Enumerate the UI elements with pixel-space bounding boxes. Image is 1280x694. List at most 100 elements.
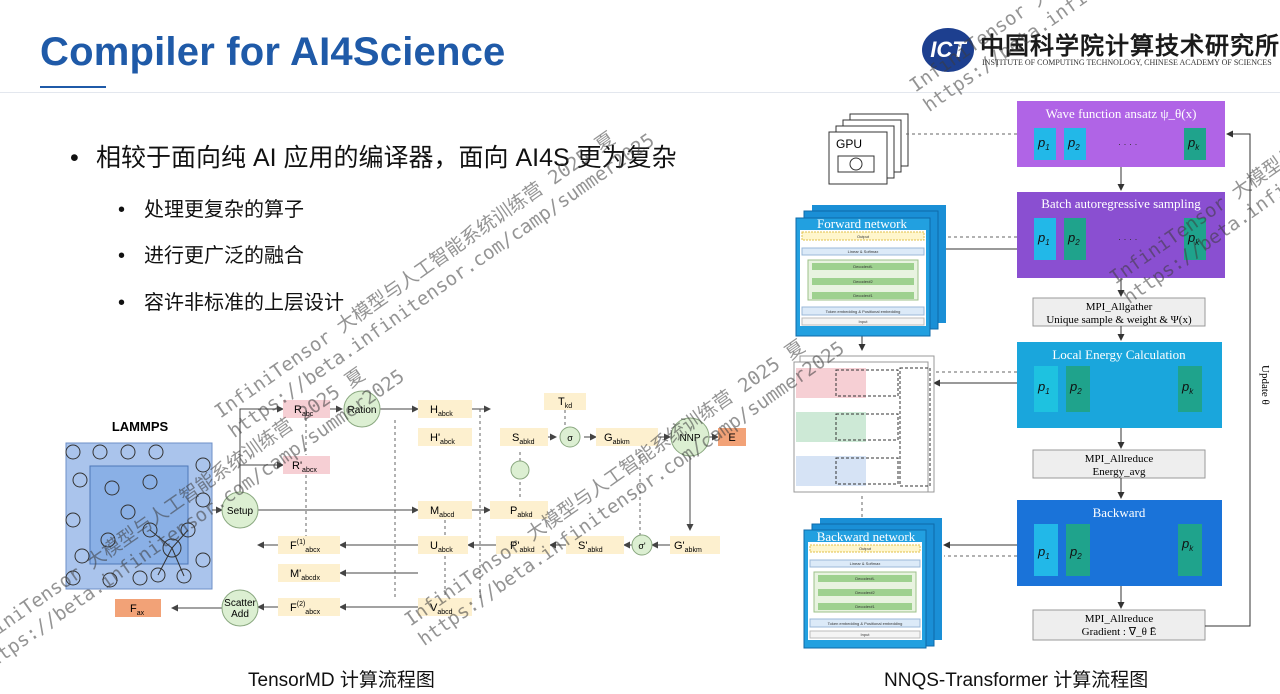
- s-prime-abkd-label: S'abkd: [578, 540, 603, 554]
- svg-text:Decoder#1: Decoder#1: [855, 604, 875, 609]
- local-energy-label: Local Energy Calculation: [1052, 347, 1186, 362]
- svg-text:Input: Input: [861, 632, 871, 637]
- f2-abcx-label: F(2)abcx: [290, 601, 321, 616]
- svg-text:Token embedding & Positional e: Token embedding & Positional embedding: [826, 309, 901, 314]
- atom-circles: [65, 444, 211, 588]
- force-node: [115, 599, 161, 617]
- r-prime-abcx-label: R'abcx: [292, 460, 317, 474]
- svg-text:pk: pk: [1181, 379, 1194, 396]
- force-label: Fax: [130, 603, 145, 617]
- forward-network-stack: [795, 205, 946, 337]
- svg-text:p1: p1: [1037, 135, 1050, 152]
- allreduce-energy-line1: MPI_Allreduce: [1085, 453, 1154, 465]
- m-abcd-node: [418, 501, 472, 519]
- g-abkm-label: Gabkm: [604, 432, 630, 446]
- energy-node: [718, 428, 746, 446]
- svg-text:Input: Input: [859, 319, 869, 324]
- ration-node: [343, 390, 381, 428]
- svg-text:Decoder#1: Decoder#1: [853, 293, 873, 298]
- svg-text:Linear & Softmax: Linear & Softmax: [850, 561, 881, 566]
- bullet-dot: •: [70, 144, 79, 172]
- f1-abcx-node: [278, 536, 340, 554]
- g-prime-abkm-node: [670, 536, 720, 554]
- nnp-label: NNP: [679, 433, 700, 444]
- r-abc-label: Rabc: [294, 404, 314, 418]
- r-abc-node: [283, 400, 330, 418]
- page-title: Compiler for AI4Science: [40, 30, 506, 74]
- tensormd-caption: TensorMD 计算流程图: [248, 670, 435, 691]
- institute-name-cn: 中国科学院计算技术研究所: [980, 31, 1280, 60]
- t-kd-node: [544, 393, 586, 410]
- p-cell-labels: p1 p2 pk p1 p2 pk p1 p2 pk p1 p2 pk: [1037, 135, 1200, 561]
- small-op-node: [510, 460, 530, 480]
- atom-bonds: [149, 529, 189, 577]
- bullet-dot: •: [118, 245, 126, 267]
- sigma-prime-node: [631, 534, 653, 556]
- h-abck-label: Habck: [430, 404, 453, 418]
- svg-text:p1: p1: [1037, 544, 1050, 561]
- svg-text:Token embedding & Positional e: Token embedding & Positional embedding: [828, 621, 903, 626]
- sigma-prime-label: σ': [638, 541, 646, 551]
- setup-label: Setup: [227, 506, 254, 517]
- bullet-dot: •: [118, 199, 126, 221]
- setup-node: [221, 491, 259, 529]
- svg-text:p1: p1: [1037, 230, 1050, 247]
- backward-layer-labels: Output Linear & Softmax Decoder#L Decode…: [828, 546, 903, 637]
- allgather-line1: MPI_Allgather: [1086, 301, 1153, 313]
- p-prime-abkd-label: P'abkd: [510, 540, 535, 554]
- g-abkm-node: [596, 428, 658, 446]
- scatter-add-node: [221, 589, 259, 627]
- svg-text:· · · ·: · · · ·: [1118, 139, 1138, 149]
- nnp-node: [670, 417, 710, 457]
- s-abkd-node: [500, 428, 548, 446]
- add-label: Add: [231, 609, 249, 620]
- sigma-node: [559, 426, 581, 448]
- u-abck-label: Uabck: [430, 540, 453, 554]
- nnqs-caption: NNQS-Transformer 计算流程图: [884, 670, 1149, 691]
- m-prime-abcdx-node: [278, 564, 340, 582]
- p-abkd-label: Pabkd: [510, 505, 533, 519]
- sub-bullet-3: • 容许非标准的上层设计: [118, 286, 344, 315]
- update-theta-label: Update θ: [1259, 365, 1271, 405]
- sub-bullet-text: 容许非标准的上层设计: [144, 292, 344, 314]
- svg-text:pk: pk: [1187, 230, 1200, 247]
- scatter-label: Scatter: [224, 598, 256, 609]
- svg-text:Linear & Softmax: Linear & Softmax: [848, 249, 879, 254]
- f2-abcx-node: [278, 598, 340, 616]
- sub-bullet-2: •进行更广泛的融合: [118, 239, 304, 268]
- p-cells: [1034, 128, 1206, 576]
- lammps-label: LAMMPS: [112, 419, 169, 434]
- h-abck-node: [418, 400, 472, 418]
- p-abkd-node: [490, 501, 548, 519]
- svg-text:Output: Output: [859, 546, 872, 551]
- energy-label: E: [728, 432, 735, 444]
- svg-text:Decoder#L: Decoder#L: [853, 264, 873, 269]
- allreduce-gradient-line2: Gradient : ∇_θ Ē: [1082, 626, 1157, 638]
- backward-network-stack: [803, 518, 942, 649]
- main-bullet: •相较于面向纯 AI 应用的编译器，面向 AI4S 更为复杂: [70, 138, 677, 174]
- svg-text:Output: Output: [857, 234, 870, 239]
- u-abck-node: [418, 536, 468, 554]
- allgather-box: [1032, 297, 1206, 327]
- sub-bullet-text: 处理更复杂的算子: [144, 199, 304, 221]
- allreduce-energy-box: [1032, 449, 1206, 479]
- svg-text:pk: pk: [1181, 536, 1194, 553]
- allreduce-gradient-box: [1032, 609, 1206, 641]
- forward-layer-labels: Output Linear & Softmax Decoder#L Decode…: [826, 234, 901, 324]
- title-underline: [40, 86, 106, 88]
- bullet-dot: •: [118, 292, 126, 314]
- svg-text:Decoder#2: Decoder#2: [853, 279, 873, 284]
- p-prime-abkd-node: [496, 536, 550, 554]
- g-prime-abkm-label: G'abkm: [674, 540, 702, 554]
- r-prime-abcx-node: [283, 456, 330, 474]
- svg-text:p2: p2: [1069, 379, 1082, 396]
- allreduce-gradient-line1: MPI_Allreduce: [1085, 613, 1154, 625]
- svg-text:p2: p2: [1067, 230, 1080, 247]
- backward-network-label: Backward network: [817, 529, 916, 544]
- svg-text:p2: p2: [1069, 544, 1082, 561]
- svg-text:Decoder#L: Decoder#L: [855, 576, 875, 581]
- ict-logo-mark: ICT: [922, 28, 974, 72]
- svg-text:p2: p2: [1067, 135, 1080, 152]
- svg-text:pk: pk: [1187, 135, 1200, 152]
